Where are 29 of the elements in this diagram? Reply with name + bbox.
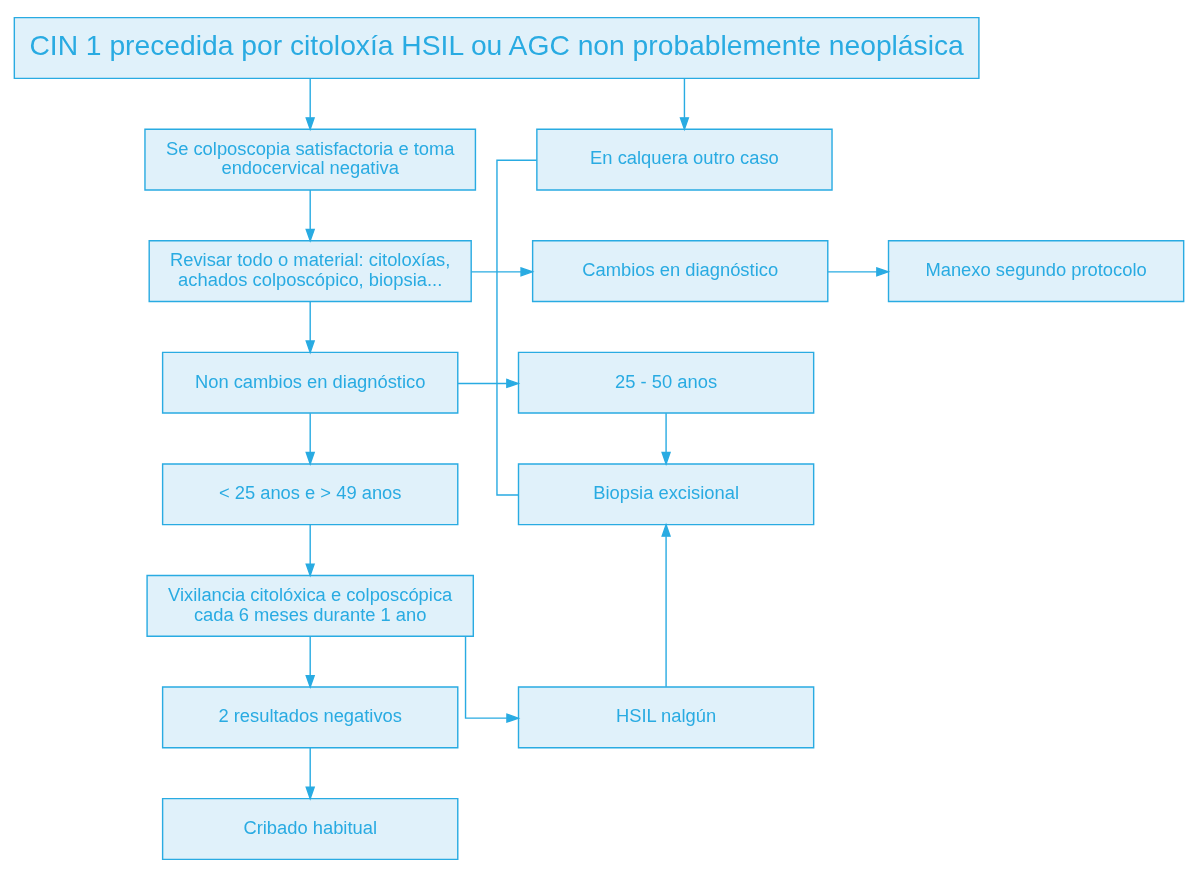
arrow	[457, 377, 521, 388]
node-box: CIN 1 precedida por citoloxía HSIL ou AGC non probablemente neoplásica	[13, 16, 980, 79]
arrow	[305, 635, 316, 689]
node-box: Cribado habitual	[161, 797, 459, 860]
arrow	[661, 412, 672, 466]
node-box: Manexo segundo protocolo	[887, 239, 1185, 302]
arrow	[679, 77, 690, 131]
arrow	[305, 746, 316, 801]
arrow	[827, 266, 891, 277]
arrow	[464, 635, 521, 723]
arrow	[305, 77, 316, 131]
node-box: Non cambios en diagnóstico	[161, 351, 459, 414]
node-box: 25 - 50 anos	[517, 351, 815, 414]
node-box: Revisar todo o material: citoloxías, achados colposcópico, biopsia...	[148, 239, 472, 302]
arrow	[305, 523, 316, 578]
node-box: Biopsia excisional	[517, 462, 815, 525]
arrow	[470, 266, 535, 277]
arrow	[305, 300, 316, 354]
node-box: Se colposcopia satisfactoria e toma endocervical negativa	[144, 128, 477, 191]
arrow	[305, 188, 316, 243]
arrow	[661, 522, 672, 688]
node-box: Vixilancia citolóxica e colposcópica cada 6 meses durante 1 ano	[146, 574, 474, 637]
node-box: Cambios en diagnóstico	[531, 239, 829, 302]
node-box: 2 resultados negativos	[161, 685, 459, 748]
node-box: En calquera outro caso	[536, 128, 833, 191]
connector	[496, 159, 538, 496]
arrow	[305, 412, 316, 466]
node-box: HSIL nalgún	[517, 685, 815, 748]
node-box: < 25 anos e > 49 anos	[161, 462, 459, 525]
